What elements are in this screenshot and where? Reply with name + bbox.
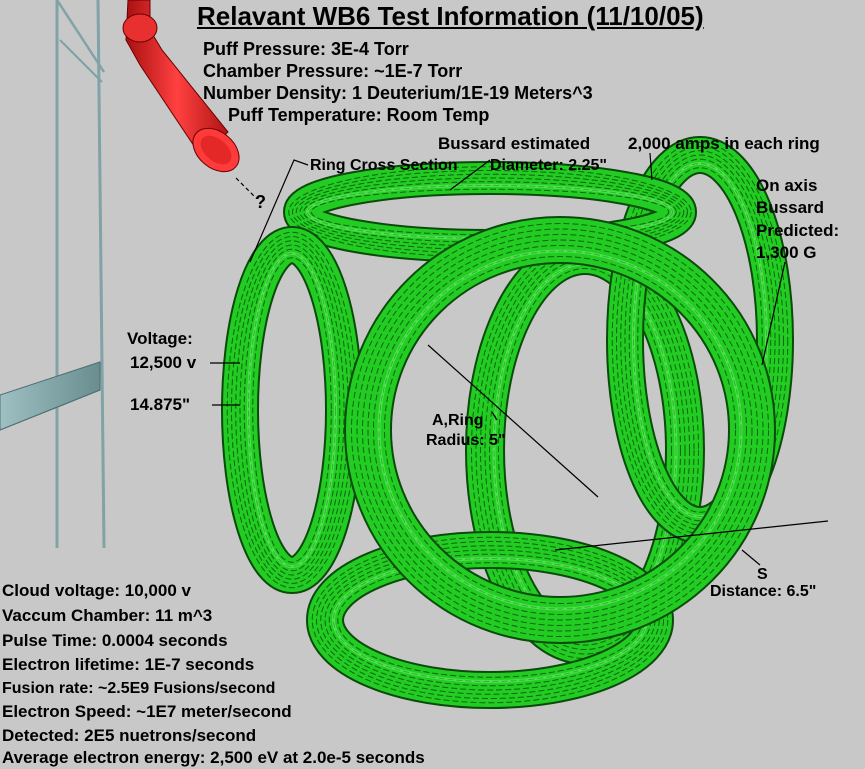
puff-temperature: Puff Temperature: Room Temp	[228, 105, 490, 125]
on-axis-line-2: Bussard	[756, 198, 825, 217]
radius-line	[427, 344, 599, 498]
amps-leader	[649, 152, 653, 181]
cross-section-leader	[249, 159, 309, 263]
diameter-label: Diameter: 2.25"	[490, 157, 607, 174]
neutrons-detected: Detected: 2E5 nuetrons/second	[2, 726, 257, 745]
bussard-estimate-label: Bussard estimated	[438, 134, 591, 153]
voltage-value: 12,500 v	[130, 353, 197, 372]
puff-path-line	[235, 177, 257, 199]
electron-energy: Average electron energy: 2,500 eV at 2.0…	[2, 748, 425, 767]
s-leader	[741, 549, 761, 566]
on-axis-leader	[761, 261, 786, 366]
ring-leader	[491, 411, 498, 421]
radius-label: Radius: 5"	[426, 432, 506, 449]
magrid-coils	[221, 136, 794, 709]
coil-left	[221, 226, 363, 594]
distance-line	[554, 520, 829, 551]
on-axis-line-4: 1,300 G	[756, 243, 817, 262]
cloud-voltage: Cloud voltage: 10,000 v	[2, 581, 191, 600]
page-title: Relavant WB6 Test Information (11/10/05)	[197, 1, 704, 31]
coil-front	[344, 216, 776, 644]
s-label: S	[757, 566, 768, 583]
number-density: Number Density: 1 Deuterium/1E-19 Meters…	[203, 83, 593, 103]
pulse-time: Pulse Time: 0.0004 seconds	[2, 631, 228, 650]
gas-puffer	[122, 0, 240, 173]
electron-lifetime: Electron lifetime: 1E-7 seconds	[2, 655, 255, 674]
ring-label: A,Ring	[432, 412, 484, 429]
distance-label: Distance: 6.5"	[710, 583, 817, 600]
vacuum-chamber: Vaccum Chamber: 11 m^3	[2, 606, 213, 625]
on-axis-line-3: Predicted:	[756, 221, 840, 240]
fusion-rate: Fusion rate: ~2.5E9 Fusions/second	[2, 680, 276, 697]
amps-label: 2,000 amps in each ring	[628, 134, 820, 153]
question-mark: ?	[255, 192, 266, 212]
support-frame	[0, 0, 106, 549]
ring-cross-section-label: Ring Cross Section	[310, 157, 458, 174]
coil-back	[465, 235, 705, 665]
length-value: 14.875"	[130, 395, 191, 414]
electron-speed: Electron Speed: ~1E7 meter/second	[2, 702, 292, 721]
diameter-leader	[449, 159, 491, 191]
voltage-label: Voltage:	[127, 329, 193, 348]
leader-lines	[210, 152, 829, 566]
on-axis-line-1: On axis	[756, 176, 818, 195]
chamber-pressure: Chamber Pressure: ~1E-7 Torr	[203, 61, 463, 81]
puff-pressure: Puff Pressure: 3E-4 Torr	[203, 39, 409, 59]
